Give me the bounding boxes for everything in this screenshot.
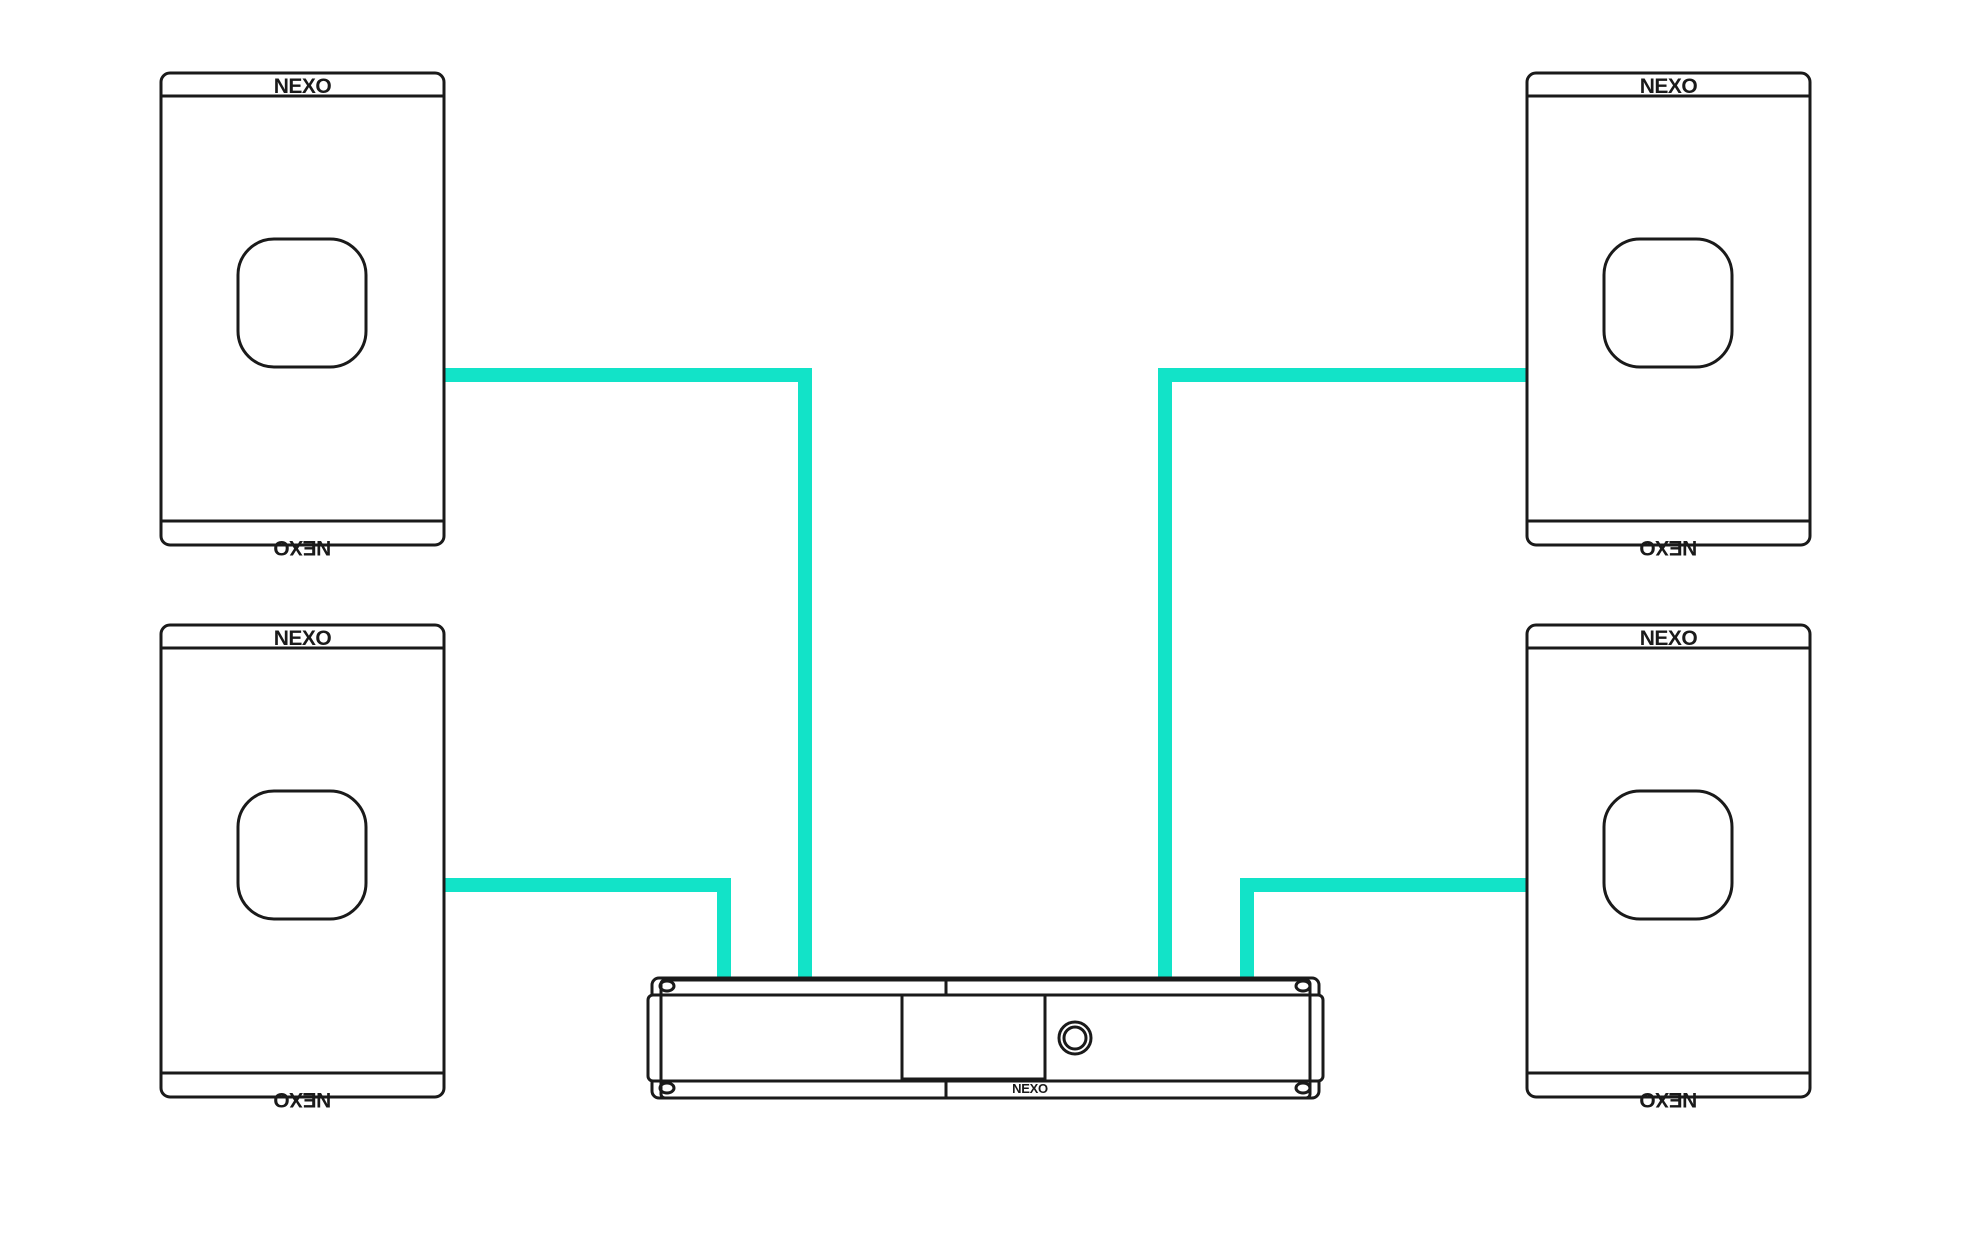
speaker-driver [1602,789,1734,921]
speaker-logo-top: NEXO [274,75,332,98]
speaker-logo-top: NEXO [1640,75,1698,98]
speaker-bottom-left: NEXO NEXO [159,623,446,1111]
speaker-driver [236,789,368,921]
speaker-logo-top: NEXO [274,627,332,650]
speaker-logo-bottom: NEXO [1640,1088,1698,1111]
speaker-logo-bottom: NEXO [274,1088,332,1111]
cable-bottom-left [443,878,731,978]
amplifier-display [900,993,1047,1081]
speaker-driver [236,237,368,369]
speaker-logo-bottom: NEXO [274,536,332,559]
speaker-driver [1602,237,1734,369]
cables [443,368,1527,978]
amplifier-knob-inner [1062,1025,1088,1051]
rack-mount-holes [658,979,1312,1095]
amplifier-unit: NEXO [646,976,1325,1100]
cable-bottom-right [1240,878,1527,978]
speaker-top-left: NEXO NEXO [159,71,446,559]
amplifier-logo: NEXO [1012,1081,1048,1096]
speaker-logo-bottom: NEXO [1640,536,1698,559]
speaker-logo-top: NEXO [1640,627,1698,650]
speaker-top-right: NEXO NEXO [1525,71,1812,559]
cable-top-right [1158,368,1527,978]
cable-top-left [443,368,812,978]
speaker-bottom-right: NEXO NEXO [1525,623,1812,1111]
